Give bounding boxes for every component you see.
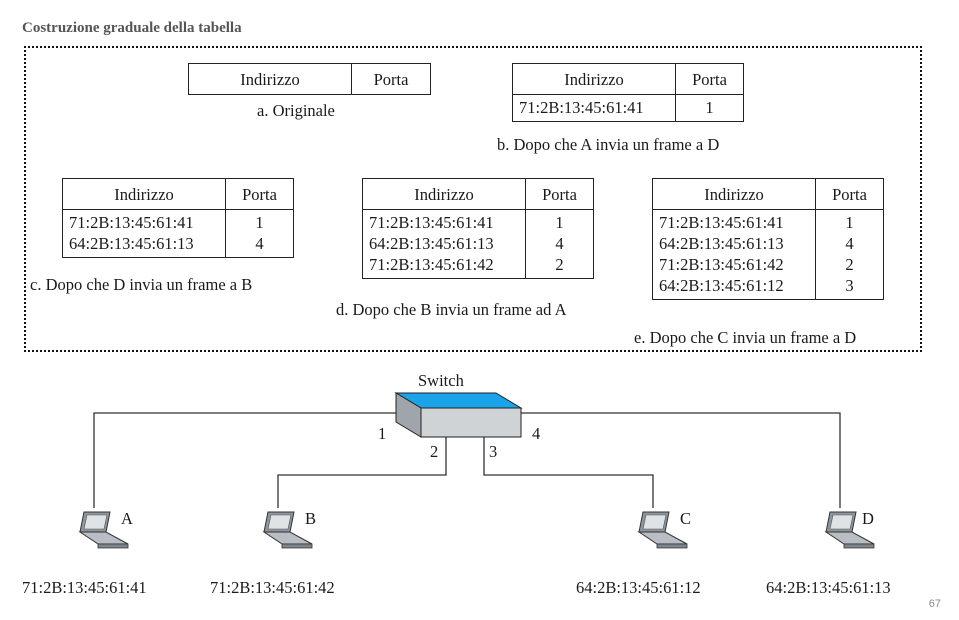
col-header-address: Indirizzo — [362, 178, 526, 210]
col-header-port: Porta — [351, 63, 431, 95]
cell-address: 71:2B:13:45:61:42 — [362, 254, 526, 279]
col-header-address: Indirizzo — [62, 178, 226, 210]
caption-d: d. Dopo che B invia un frame ad A — [336, 300, 567, 319]
cell-port: 1 — [815, 209, 884, 233]
cell-port: 2 — [815, 254, 884, 275]
cell-port: 1 — [675, 94, 744, 122]
cell-address: 64:2B:13:45:61:13 — [62, 233, 226, 258]
switch-side-face — [395, 392, 422, 438]
laptop-icon-D — [824, 511, 875, 549]
caption-e: e. Dopo che C invia un frame a D — [634, 328, 857, 347]
links — [93, 412, 841, 508]
cell-address: 71:2B:13:45:61:41 — [62, 209, 226, 233]
cell-port: 2 — [525, 254, 594, 279]
figure-title: Costruzione graduale della tabella — [22, 20, 242, 36]
switch-label: Switch — [418, 371, 464, 390]
cell-address: 71:2B:13:45:61:42 — [652, 254, 816, 275]
caption-c: c. Dopo che D invia un frame a B — [30, 275, 253, 294]
col-header-address: Indirizzo — [652, 178, 816, 210]
mac-address-D: 64:2B:13:45:61:13 — [766, 578, 891, 597]
col-header-address: Indirizzo — [188, 63, 352, 95]
laptop-icon-C — [637, 511, 688, 549]
port-label-1: 1 — [378, 424, 387, 443]
col-header-port: Porta — [815, 178, 884, 210]
laptop-icon-B — [262, 511, 313, 549]
port-label-4: 4 — [532, 424, 541, 443]
col-header-port: Porta — [525, 178, 594, 210]
col-header-port: Porta — [225, 178, 294, 210]
cell-address: 64:2B:13:45:61:13 — [652, 233, 816, 254]
mac-address-C: 64:2B:13:45:61:12 — [576, 578, 701, 597]
host-label-A: A — [121, 509, 133, 528]
cell-address: 71:2B:13:45:61:41 — [512, 94, 676, 122]
cell-port: 1 — [525, 209, 594, 233]
switch-icon — [394, 392, 523, 438]
col-header-port: Porta — [675, 63, 744, 95]
link-port3-C — [483, 437, 654, 508]
caption-a: a. Originale — [257, 101, 335, 120]
link-port1-A — [93, 412, 398, 508]
laptop-icon-A — [78, 511, 129, 549]
host-label-B: B — [305, 509, 317, 528]
caption-b: b. Dopo che A invia un frame a D — [497, 135, 720, 154]
port-label-2: 2 — [430, 442, 439, 461]
cell-port: 4 — [225, 233, 294, 258]
port-label-3: 3 — [489, 442, 498, 461]
cell-address: 71:2B:13:45:61:41 — [362, 209, 526, 233]
link-port2-B — [277, 437, 447, 508]
cell-port: 4 — [525, 233, 594, 254]
cell-address: 64:2B:13:45:61:13 — [362, 233, 526, 254]
cell-port: 4 — [815, 233, 884, 254]
tables-frame — [24, 46, 922, 352]
page-number: 67 — [928, 598, 941, 610]
cell-port: 3 — [815, 275, 884, 300]
host-label-D: D — [862, 509, 874, 528]
switch-front-face — [420, 407, 522, 438]
host-label-C: C — [680, 509, 692, 528]
cell-address: 64:2B:13:45:61:12 — [652, 275, 816, 300]
col-header-address: Indirizzo — [512, 63, 676, 95]
mac-address-B: 71:2B:13:45:61:42 — [210, 578, 335, 597]
mac-address-A: 71:2B:13:45:61:41 — [22, 578, 147, 597]
cell-address: 71:2B:13:45:61:41 — [652, 209, 816, 233]
cell-port: 1 — [225, 209, 294, 233]
link-port4-D — [520, 412, 841, 508]
table-a-original: Indirizzo Porta — [188, 63, 431, 95]
